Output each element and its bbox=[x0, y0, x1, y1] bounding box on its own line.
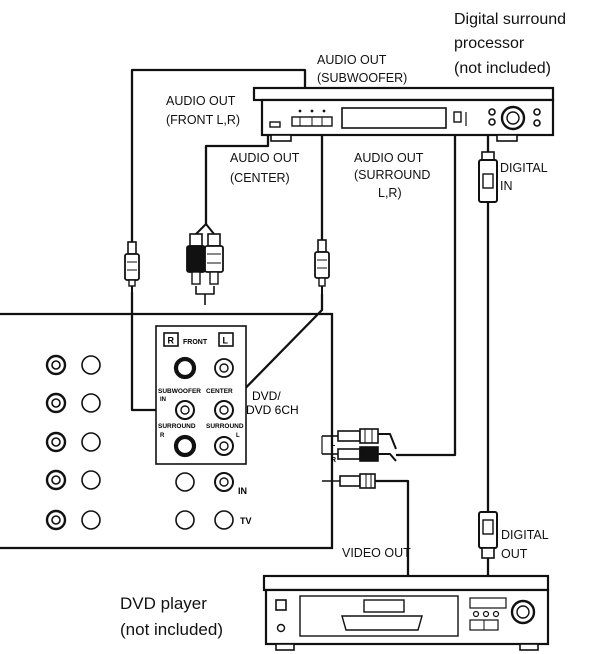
front-bracket bbox=[195, 286, 215, 305]
audio-out-front-line2: (FRONT L,R) bbox=[166, 113, 241, 127]
video-plug bbox=[322, 473, 376, 489]
front-y-split bbox=[195, 223, 215, 235]
plug-marker-r: R bbox=[331, 457, 336, 464]
digital-in-line2: IN bbox=[500, 179, 513, 193]
center-plug bbox=[314, 239, 330, 294]
plug-marker-l: L bbox=[331, 441, 336, 448]
l-small-label: L bbox=[236, 433, 240, 439]
digital-in-line1: DIGITAL bbox=[500, 161, 548, 175]
tv-label: TV bbox=[240, 516, 252, 526]
dvd-label: DVD/ bbox=[252, 389, 281, 403]
front-plug-right bbox=[186, 233, 206, 285]
audio-out-center-line2: (CENTER) bbox=[230, 171, 290, 185]
panel-labels: R FRONT L SUBWOOFER IN CENTER SURROUND S… bbox=[158, 332, 299, 526]
subwoofer-plug bbox=[124, 241, 140, 292]
r-small-label: R bbox=[160, 433, 165, 439]
audio-out-center-line1: AUDIO OUT bbox=[230, 151, 300, 165]
video-cable bbox=[375, 479, 410, 590]
dvd-player-line2: (not included) bbox=[120, 620, 224, 639]
surround-processor bbox=[252, 86, 555, 142]
front-label: FRONT bbox=[183, 339, 208, 346]
surround-y-split bbox=[378, 433, 397, 462]
processor-title-line2: processor bbox=[454, 35, 525, 52]
front-r-jack bbox=[173, 356, 197, 380]
center-cable-lower bbox=[223, 294, 324, 411]
in-label: IN bbox=[238, 486, 247, 496]
surround-plugs: L R bbox=[321, 428, 379, 464]
surround-left-label: SURROUND bbox=[158, 423, 196, 430]
front-cable bbox=[204, 134, 270, 224]
audio-out-surround-line2: (SURROUND bbox=[354, 168, 431, 182]
surround-r-jack bbox=[173, 434, 197, 458]
digital-out-line1: DIGITAL bbox=[501, 528, 549, 542]
subwoofer-cable bbox=[130, 68, 307, 242]
left-terminal-jacks bbox=[45, 354, 101, 531]
surround-right-label: SURROUND bbox=[206, 423, 244, 430]
badge-l-text: L bbox=[223, 336, 229, 346]
surround-cable bbox=[396, 118, 457, 457]
video-out-label: VIDEO OUT bbox=[342, 546, 411, 560]
digital-out-line2: OUT bbox=[501, 547, 528, 561]
dvd-player bbox=[262, 574, 550, 651]
processor-title-line3: (not included) bbox=[454, 60, 551, 77]
audio-out-front-line1: AUDIO OUT bbox=[166, 94, 236, 108]
digital-in-connector bbox=[478, 151, 498, 203]
subwoofer-label: SUBWOOFER bbox=[158, 388, 201, 395]
audio-out-sub-line1: AUDIO OUT bbox=[317, 53, 387, 67]
dvd6ch-label: DVD 6CH bbox=[246, 403, 299, 417]
badge-l bbox=[218, 332, 234, 347]
audio-out-surround-line3: L,R) bbox=[378, 186, 402, 200]
in-small-label: IN bbox=[160, 397, 166, 403]
badge-r-text: R bbox=[168, 336, 175, 346]
cables bbox=[130, 68, 490, 590]
front-plug-left bbox=[204, 233, 224, 285]
digital-out-connector bbox=[478, 511, 498, 590]
dvd-player-line1: DVD player bbox=[120, 594, 207, 613]
audio-out-sub-line2: (SUBWOOFER) bbox=[317, 71, 408, 85]
center-label: CENTER bbox=[206, 388, 233, 395]
badge-r bbox=[163, 332, 179, 347]
audio-out-surround-line1: AUDIO OUT bbox=[354, 151, 424, 165]
processor-title-line1: Digital surround bbox=[454, 11, 567, 28]
video-jacks bbox=[175, 472, 234, 530]
dvd-6ch-jacks bbox=[173, 356, 234, 458]
